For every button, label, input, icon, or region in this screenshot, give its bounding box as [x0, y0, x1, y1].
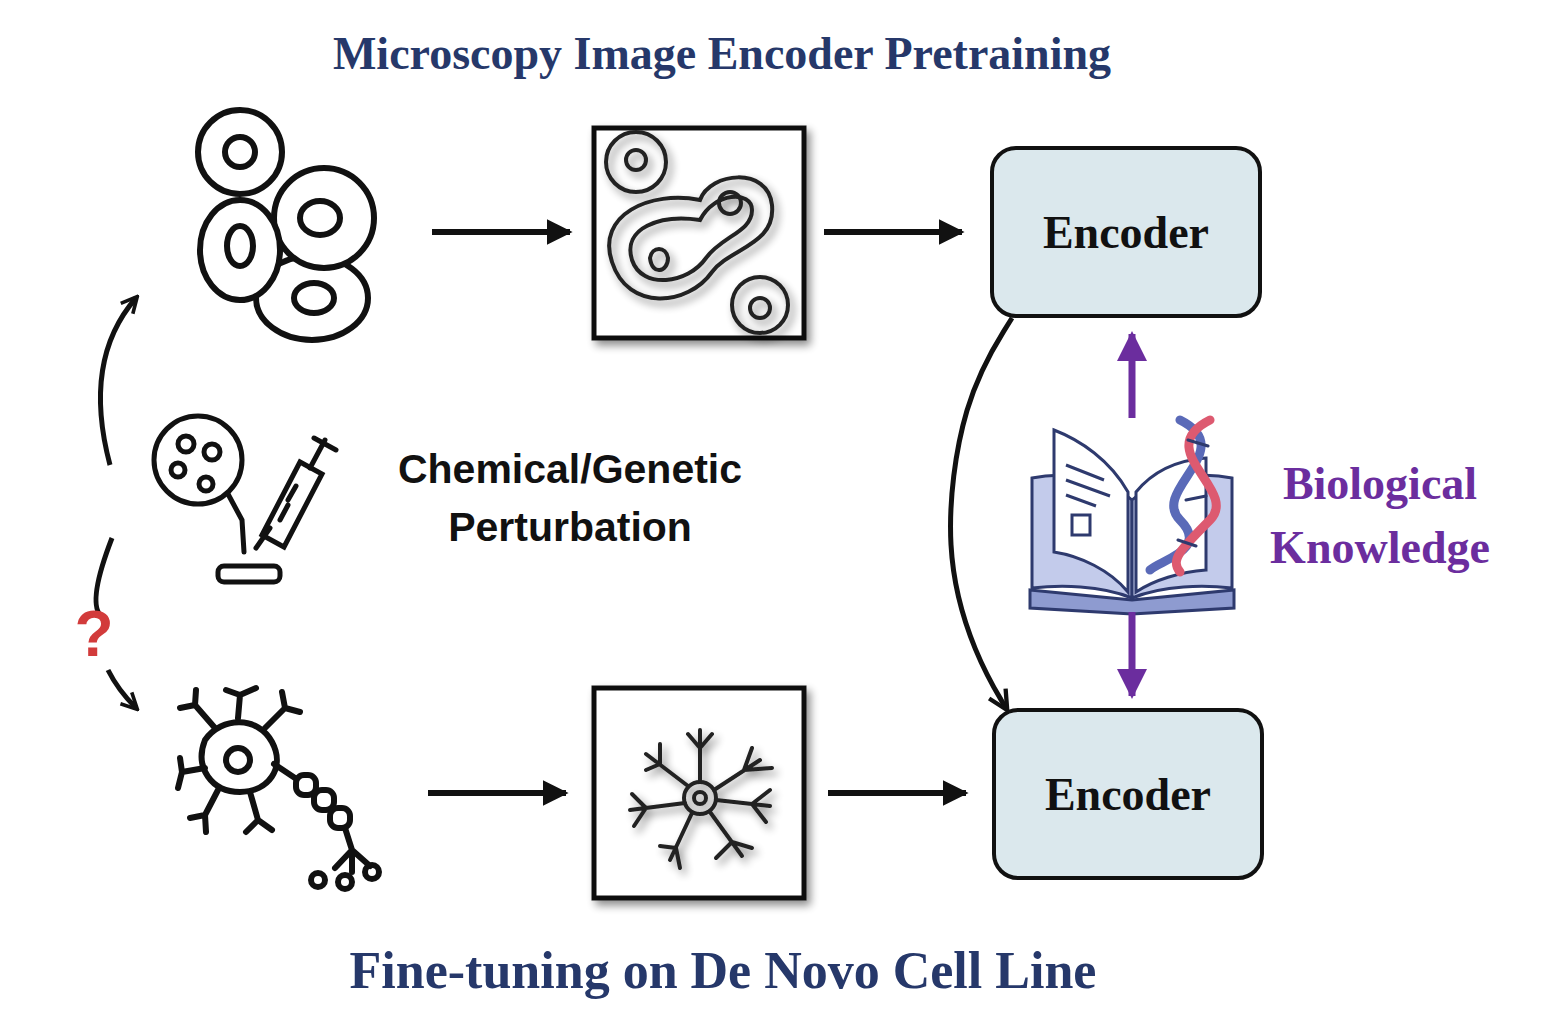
diagram-caption: Fine-tuning on De Novo Cell Line [0, 936, 1446, 1006]
diagram-title: Microscopy Image Encoder Pretraining [0, 22, 1444, 86]
perturbation-icon [154, 416, 336, 582]
microscopy-frame [594, 688, 804, 898]
microscopy-frame [594, 128, 804, 338]
knowledge-arrow [1129, 334, 1136, 696]
encoder-box: Encoder [992, 708, 1264, 880]
knowledge-label: Biological Knowledge [1240, 452, 1520, 580]
node-label: Encoder [1043, 206, 1209, 259]
question-mark: ? [64, 598, 124, 670]
encoder-box: Encoder [990, 146, 1262, 318]
perturbation-label: Chemical/Genetic Perturbation [350, 440, 790, 556]
cell-cluster-icon [198, 110, 374, 340]
neuron-icon [178, 688, 379, 889]
transfer-arrow [951, 318, 1012, 708]
dna-icon [1150, 420, 1216, 572]
node-label: Encoder [1045, 768, 1211, 821]
